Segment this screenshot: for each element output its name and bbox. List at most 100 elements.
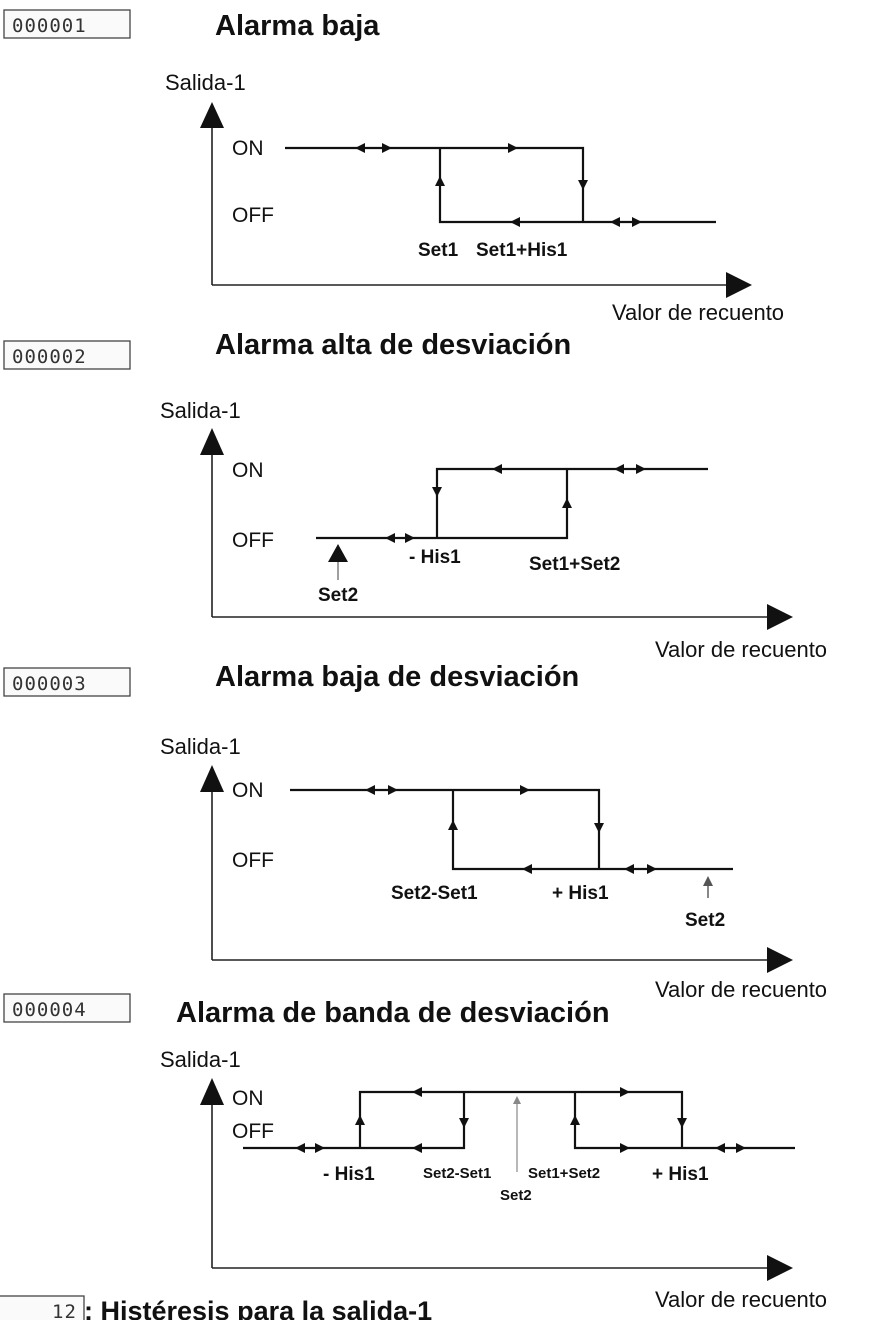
arrow-right-icon	[508, 143, 518, 153]
panel-title-1: Alarma baja	[215, 10, 380, 42]
arrow-up-icon	[562, 498, 572, 508]
on-label-1: ON	[232, 137, 264, 160]
arrow-up-icon	[570, 1115, 580, 1125]
arrow-left-icon	[610, 217, 620, 227]
arrow-left-icon	[522, 864, 532, 874]
off-label-3: OFF	[232, 849, 274, 872]
arrow-left-icon	[385, 533, 395, 543]
panel-title-2: Alarma alta de desviación	[215, 329, 571, 361]
y-axis-label-4: Salida-1	[160, 1047, 241, 1072]
arrow-left-icon	[365, 785, 375, 795]
mark-set2-3: Set2	[685, 910, 725, 931]
arrow-down-icon	[594, 823, 604, 833]
x-axis-arrow-3	[767, 947, 793, 973]
segment-code-3: 000003	[12, 673, 87, 695]
arrow-down-icon	[578, 180, 588, 190]
off-label-1: OFF	[232, 204, 274, 227]
y-axis-label-3: Salida-1	[160, 734, 241, 759]
arrow-left-icon	[510, 217, 520, 227]
y-axis-arrow-3	[200, 765, 224, 792]
mark-set1-set2-4: Set1+Set2	[528, 1165, 600, 1182]
off-label-2: OFF	[232, 529, 274, 552]
mark-plus-his1-4: + His1	[652, 1164, 709, 1185]
mark-set2-set1: Set2-Set1	[391, 883, 478, 904]
arrow-right-icon	[620, 1143, 630, 1153]
y-axis-arrow-2	[200, 428, 224, 455]
footer-text: : Histéresis para la salida-1	[84, 1296, 432, 1320]
y-axis-arrow-1	[200, 102, 224, 128]
footer-segment-display	[0, 1295, 85, 1320]
set2-pointer-icon	[703, 876, 713, 886]
on-label-2: ON	[232, 459, 264, 482]
mark-set2: Set2	[318, 585, 358, 606]
segment-code-2: 000002	[12, 346, 87, 368]
y-axis-label-2: Salida-1	[160, 398, 241, 423]
x-axis-label-1: Valor de recuento	[612, 300, 784, 325]
mark-minus-his1: - His1	[409, 547, 461, 568]
arrow-right-icon	[636, 464, 646, 474]
x-axis-label-3: Valor de recuento	[655, 977, 827, 1002]
arrow-right-icon	[382, 143, 392, 153]
panel-1: 000001 Alarma baja Salida-1 Valor de rec…	[3, 9, 784, 325]
footer: 12 : Histéresis para la salida-1	[0, 1295, 432, 1320]
footer-segment-code: 12	[52, 1301, 77, 1320]
arrow-up-icon	[435, 176, 445, 186]
panel-3: 000003 Alarma baja de desviación Salida-…	[3, 661, 827, 1002]
arrow-left-icon	[295, 1143, 305, 1153]
panel-title-3: Alarma baja de desviación	[215, 661, 579, 693]
arrow-left-icon	[624, 864, 634, 874]
arrow-left-icon	[412, 1087, 422, 1097]
mark-minus-his1-4: - His1	[323, 1164, 375, 1185]
arrow-left-icon	[492, 464, 502, 474]
segment-display-4	[3, 993, 131, 1023]
mark-plus-his1: + His1	[552, 883, 609, 904]
mark-set1-his1: Set1+His1	[476, 240, 568, 261]
arrow-left-icon	[715, 1143, 725, 1153]
arrow-up-icon	[448, 820, 458, 830]
set2-pointer-icon	[328, 544, 348, 562]
arrow-down-icon	[459, 1118, 469, 1128]
arrow-left-icon	[614, 464, 624, 474]
mark-set1: Set1	[418, 240, 459, 261]
on-label-3: ON	[232, 779, 264, 802]
x-axis-arrow-2	[767, 604, 793, 630]
set2-pointer-icon	[513, 1096, 521, 1104]
waveform-4	[243, 1090, 795, 1150]
arrow-up-icon	[355, 1115, 365, 1125]
mark-set2-4: Set2	[500, 1187, 532, 1204]
mark-set1-set2: Set1+Set2	[529, 554, 620, 575]
arrow-right-icon	[632, 217, 642, 227]
segment-code-4: 000004	[12, 999, 87, 1021]
arrow-left-icon	[355, 143, 365, 153]
arrow-right-icon	[736, 1143, 746, 1153]
waveform-2	[316, 467, 708, 540]
segment-display-3	[3, 667, 131, 697]
arrow-right-icon	[405, 533, 415, 543]
arrow-right-icon	[388, 785, 398, 795]
arrow-right-icon	[620, 1087, 630, 1097]
segment-display-2	[3, 340, 131, 370]
arrow-right-icon	[647, 864, 657, 874]
on-label-4: ON	[232, 1087, 264, 1110]
waveform-1	[285, 146, 716, 224]
arrow-left-icon	[412, 1143, 422, 1153]
arrow-down-icon	[677, 1118, 687, 1128]
x-axis-label-2: Valor de recuento	[655, 637, 827, 662]
panel-2: 000002 Alarma alta de desviación Salida-…	[3, 329, 827, 662]
segment-display-1	[3, 9, 131, 39]
off-label-4: OFF	[232, 1120, 274, 1143]
x-axis-arrow-1	[726, 272, 752, 298]
arrow-down-icon	[432, 487, 442, 497]
panel-title-4: Alarma de banda de desviación	[176, 997, 610, 1029]
x-axis-label-4: Valor de recuento	[655, 1287, 827, 1312]
arrow-right-icon	[520, 785, 530, 795]
segment-code-1: 000001	[12, 15, 87, 37]
arrow-right-icon	[315, 1143, 325, 1153]
mark-set2-set1-4: Set2-Set1	[423, 1165, 491, 1182]
x-axis-arrow-4	[767, 1255, 793, 1281]
waveform-3	[290, 788, 733, 871]
panel-4: 000004 Alarma de banda de desviación Sal…	[3, 993, 827, 1312]
y-axis-arrow-4	[200, 1078, 224, 1105]
y-axis-label-1: Salida-1	[165, 70, 246, 95]
